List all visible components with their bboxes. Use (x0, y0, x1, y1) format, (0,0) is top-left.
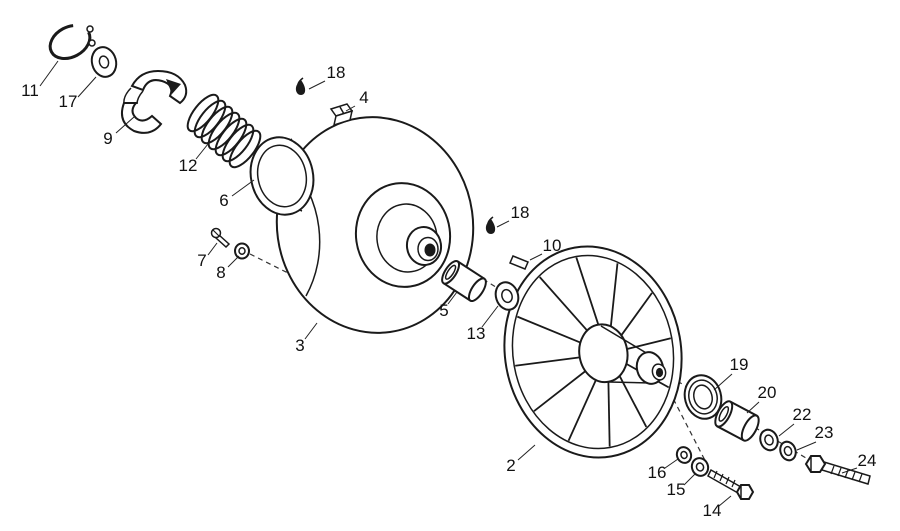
part-washer-19 (683, 374, 723, 420)
bolt-hex-head (735, 484, 755, 500)
callout-4: 4 (359, 88, 368, 107)
sheave-bore (424, 243, 436, 257)
leader-line-8 (227, 255, 240, 268)
lubricant-drop-icon (295, 77, 306, 95)
part-ring-bushing (249, 136, 315, 216)
callout-17: 17 (59, 92, 78, 111)
leader-line-16 (664, 458, 679, 469)
leader-line-18a (308, 80, 326, 90)
leader-line-7 (207, 242, 218, 256)
part-circlip (48, 23, 96, 61)
callout-18b: 18 (511, 203, 530, 222)
part-bolt-7 (210, 227, 231, 249)
part-bolt-24 (804, 455, 871, 485)
part-washer-22 (759, 428, 779, 452)
part-driven-wheel (503, 245, 683, 459)
leader-line-4 (345, 105, 356, 112)
part-slider-clip (329, 103, 354, 127)
leader-line-15 (683, 473, 696, 486)
callout-13: 13 (467, 324, 486, 343)
callout-18a: 18 (327, 63, 346, 82)
lubricant-drop-icon (485, 216, 496, 234)
leader-line-11 (39, 60, 59, 87)
wheel-hub-base (578, 323, 629, 384)
part-washer-17 (90, 46, 118, 78)
callout-24: 24 (858, 451, 877, 470)
leader-line-22 (778, 423, 795, 437)
callout-5: 5 (439, 301, 448, 320)
callout-8: 8 (216, 263, 225, 282)
callout-14: 14 (703, 501, 722, 520)
callout-7: 7 (197, 251, 206, 270)
part-washer-15 (690, 457, 710, 477)
wheel-bore (655, 367, 664, 378)
callout-9: 9 (103, 129, 112, 148)
leader-line-23 (796, 441, 817, 451)
leader-line-13 (481, 305, 499, 328)
callout-12: 12 (179, 156, 198, 175)
part-washer-23 (779, 440, 797, 462)
part-washer-8 (234, 242, 250, 260)
part-cam-arm (121, 69, 188, 134)
callout-10: 10 (543, 236, 562, 255)
callout-22: 22 (793, 405, 812, 424)
leader-line-6 (231, 179, 255, 197)
part-sheave (275, 116, 475, 334)
callout-2: 2 (506, 456, 515, 475)
part-washer-13 (494, 281, 520, 311)
part-pin-10 (509, 255, 529, 270)
callout-20: 20 (758, 383, 777, 402)
part-washer-16 (675, 446, 693, 464)
leader-line-10 (529, 253, 543, 261)
callout-23: 23 (815, 423, 834, 442)
part-bolt-14 (707, 468, 755, 500)
callout-11: 11 (21, 81, 39, 100)
callout-19: 19 (730, 355, 749, 374)
part-bushing-5 (441, 259, 487, 303)
callout-6: 6 (219, 191, 228, 210)
leader-line-5 (447, 291, 458, 305)
leader-line-14 (718, 495, 732, 507)
leader-line-19 (713, 373, 733, 391)
leader-line-12 (195, 143, 209, 160)
wheel-spokes (515, 257, 672, 447)
callout-15: 15 (667, 480, 686, 499)
part-spacer-20 (714, 400, 760, 442)
leader-line-24 (841, 467, 858, 474)
leader-line-20 (746, 401, 760, 414)
part-spring (186, 93, 262, 169)
leader-line-3 (304, 322, 318, 340)
leader-line-18b (496, 220, 510, 228)
bolt-threads (713, 470, 736, 488)
leader-line-9 (115, 116, 135, 134)
callout-3: 3 (295, 336, 304, 355)
leader-line-17 (77, 76, 97, 98)
bolt-hex-head (804, 455, 827, 473)
callout-16: 16 (648, 463, 667, 482)
leader-line-2 (517, 444, 536, 461)
